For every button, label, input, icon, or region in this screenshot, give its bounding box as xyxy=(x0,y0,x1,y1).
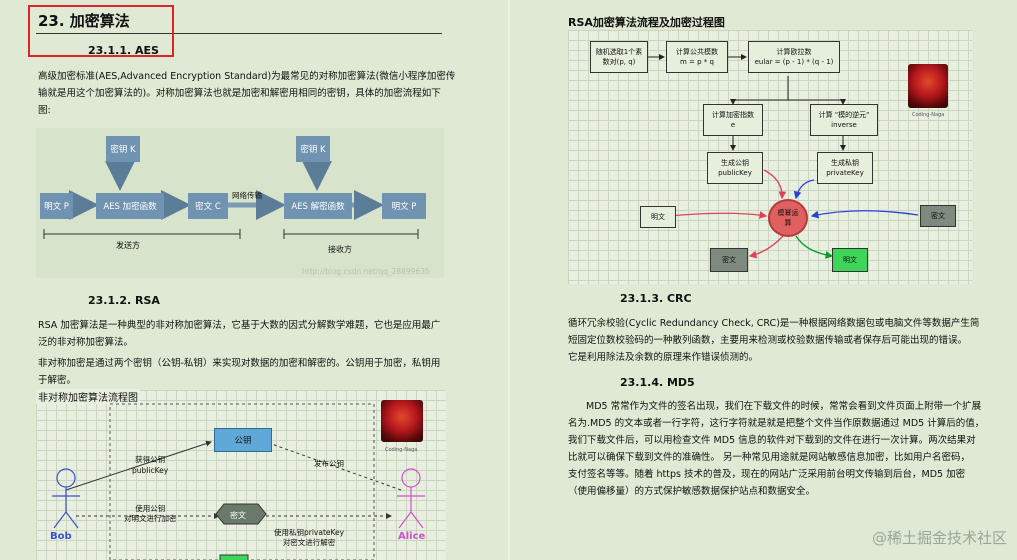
rsa-paragraph-line-4: 于解密。 xyxy=(38,375,77,386)
md5-paragraph-line-3: 我们下载文件后，可以用检查文件 MD5 信息的软件对下载到的文件在进行一次计算。… xyxy=(568,435,976,446)
aes-ciphertext-c: 密文 C xyxy=(188,193,228,219)
aes-key-k-1: 密钥 K xyxy=(106,136,140,162)
aes-decrypt-function: AES 解密函数 xyxy=(284,193,352,219)
md5-paragraph-line-6: （使用偏移量）的方式保护敏感数据保护站点和数据安全。 xyxy=(568,486,816,497)
rsa-node-exponent: 计算加密指数 e xyxy=(703,104,763,136)
aes-plaintext-p-2: 明文 P xyxy=(382,193,426,219)
md5-paragraph-line-2: 名为.MD5 的文本或者一行字符，这行字符就是就是把整个文件当作原数据通过 MD… xyxy=(568,418,985,429)
asym-use-public-line-2: 对明文进行加密 xyxy=(124,514,177,523)
rsa-node-euler: 计算欧拉数 eular = (p - 1) * (q - 1) xyxy=(748,41,840,73)
right-page: RSA加密算法流程及加密过程图 随机选取1个素 数对(p, q) 计算公共模数 … xyxy=(510,0,1017,560)
avatar-image-right xyxy=(908,64,948,108)
rsa-node-prime-pair: 随机选取1个素 数对(p, q) xyxy=(590,41,648,73)
rsa-node-public-key: 生成公钥 publicKey xyxy=(707,152,763,184)
rsa-paragraph-line-1: RSA 加密算法是一种典型的非对称加密算法，它基于大数的因式分解数学难题，它也是… xyxy=(38,320,441,331)
asym-public-key: 公钥 xyxy=(214,428,272,452)
crc-paragraph-line-2: 短固定位数校验码的一种散列函数，主要用来检测或校验数据传输或者保存后可能出现的错… xyxy=(568,335,968,346)
left-page: 23. 加密算法 23.1.1. AES 高级加密标准(AES,Advanced… xyxy=(0,0,508,560)
asym-use-private-line-2: 对密文进行解密 xyxy=(282,538,336,547)
avatar-caption-left: Coding-Naga xyxy=(385,447,418,453)
asym-diagram-lines xyxy=(52,403,425,560)
aes-paragraph-line-1: 高级加密标准(AES,Advanced Encryption Standard)… xyxy=(38,71,456,82)
aes-receiver-label: 接收方 xyxy=(328,245,352,254)
asym-diagram xyxy=(36,390,446,560)
rsa-node-ciphertext-in: 密文 xyxy=(920,205,956,227)
asym-cipher: 密文 xyxy=(230,511,246,520)
rsa-paragraph-line-2: 泛的非对称加密算法。 xyxy=(38,337,134,348)
aes-key-k-2: 密钥 K xyxy=(296,136,330,162)
md5-paragraph-line-4: 比就可以确保下载到文件的准确性。 另一种常见用途就是网站敏感信息加密，比如用户名… xyxy=(568,452,971,463)
rsa-node-plaintext-out: 明文 xyxy=(832,248,868,272)
aes-paragraph-line-3: 图: xyxy=(38,105,51,116)
rsa-node-modexp: 模幂运 算 xyxy=(768,199,808,237)
rsa-node-plaintext-in: 明文 xyxy=(640,206,676,228)
rsa-paragraph-line-3: 非对称加密是通过两个密钥（公钥-私钥）来实现对数据的加密和解密的。公钥用于加密，… xyxy=(38,358,441,369)
md5-heading: 23.1.4. MD5 xyxy=(620,376,695,389)
aes-encrypt-function: AES 加密函数 xyxy=(96,193,164,219)
page-divider xyxy=(508,0,510,560)
asym-use-public-key: 使用公钥对明文进行加密 xyxy=(124,504,177,524)
aes-diagram-arrows xyxy=(43,161,419,239)
section-title-rule xyxy=(36,33,442,34)
rsa-node-modulus: 计算公共模数 m = p * q xyxy=(666,41,728,73)
md5-paragraph-line-5: 支付签名等等。随着 https 技术的普及，现在的网站广泛采用前台明文传输到后台… xyxy=(568,469,966,480)
rsa-node-inverse: 计算 "模的逆元" inverse xyxy=(810,104,878,136)
rsa-heading: 23.1.2. RSA xyxy=(88,294,160,307)
aes-network-label: 网络传输 xyxy=(232,191,262,200)
asym-use-public-line-1: 使用公钥 xyxy=(135,504,166,513)
aes-heading: 23.1.1. AES xyxy=(88,44,159,57)
md5-paragraph-line-1: MD5 常常作为文件的签名出现，我们在下载文件的时候，常常会看到文件页面上附带一… xyxy=(586,401,982,412)
asym-title: 非对称加密算法流程图 xyxy=(36,389,140,404)
aes-sender-label: 发送方 xyxy=(116,241,140,250)
asym-get-public-line-1: 获得公钥 xyxy=(135,455,166,464)
section-title: 23. 加密算法 xyxy=(38,12,130,30)
asym-get-public-key: 获得公钥 publicKey xyxy=(132,454,168,476)
asym-publish-key: 发布公钥 xyxy=(314,459,344,468)
aes-faint-url: http://blog.csdn.net/qq_28899635 xyxy=(302,267,430,276)
avatar-image-left xyxy=(381,400,423,442)
crc-paragraph-line-1: 循环冗余校验(Cyclic Redundancy Check, CRC)是一种根… xyxy=(568,318,980,329)
asym-get-public-line-2: publicKey xyxy=(132,466,169,475)
aes-plaintext-p-1: 明文 P xyxy=(40,193,73,219)
asym-use-private-line-1: 使用私钥privateKey xyxy=(274,528,345,537)
highlight-box xyxy=(28,5,174,57)
asym-alice-label: Alice xyxy=(398,531,426,542)
rsa-flow-title: RSA加密算法流程及加密过程图 xyxy=(568,16,725,29)
site-watermark: @稀土掘金技术社区 xyxy=(871,529,1007,547)
aes-paragraph-line-2: 输就是用这个加密算法的)。对称加密算法也就是加密和解密用相同的密钥，具体的加密流… xyxy=(38,88,441,99)
crc-heading: 23.1.3. CRC xyxy=(620,292,692,305)
avatar-caption-right: Coding-Naga xyxy=(912,112,945,118)
asym-bob-label: Bob xyxy=(50,531,72,542)
rsa-node-private-key: 生成私钥 privateKey xyxy=(817,152,873,184)
rsa-node-ciphertext-out: 密文 xyxy=(710,248,748,272)
crc-paragraph-line-3: 它是利用除法及余数的原理来作错误侦测的。 xyxy=(568,352,759,363)
